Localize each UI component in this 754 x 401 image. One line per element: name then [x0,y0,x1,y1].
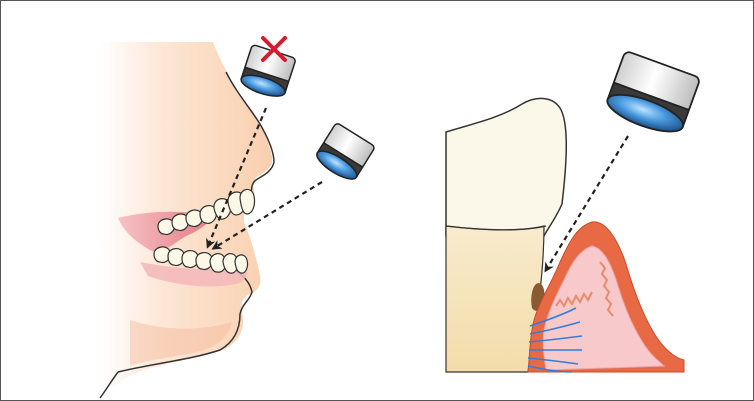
panel-tooth-closeup [446,51,701,372]
camera-icon-accepted [313,122,375,184]
camera-icon-closeup [603,51,700,139]
tooth-crown [446,98,566,236]
panel-face-profile [100,38,375,398]
